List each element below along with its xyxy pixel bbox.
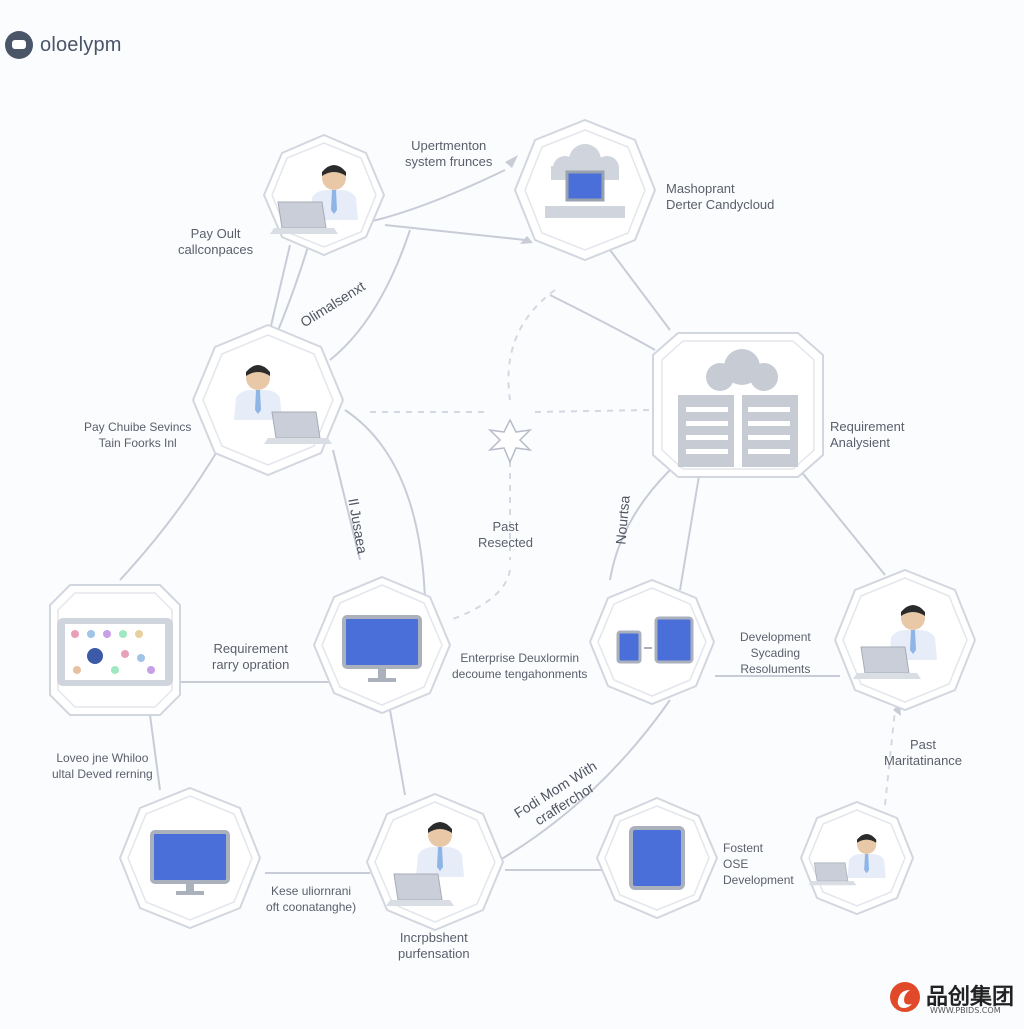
label-line: Development <box>723 873 794 887</box>
label-center: Past Resected <box>478 519 533 551</box>
node-cloud-server[interactable] <box>513 118 657 262</box>
label-fostent: Fostent OSE Development <box>723 840 794 888</box>
center-burst-icon <box>487 418 533 464</box>
monitor-icon <box>342 615 422 682</box>
watermark-logo: 品创集团 <box>888 980 1014 1014</box>
node-monitor-bottom-left[interactable] <box>118 786 262 930</box>
label-line: Sycading <box>750 646 801 660</box>
node-building[interactable] <box>652 332 824 478</box>
label-line: ultal Deved rerning <box>52 767 153 781</box>
label-line: OSE <box>723 857 749 871</box>
node-tablet-left[interactable] <box>49 584 181 716</box>
label-left-top: Pay Oult callconpaces <box>178 226 253 258</box>
node-tablet-bottom[interactable] <box>595 796 719 920</box>
monitor-icon <box>150 830 230 895</box>
label-line: Development <box>740 630 811 644</box>
label-line: Derter Candycloud <box>666 197 775 212</box>
label-line: Pay Oult <box>190 226 241 241</box>
label-enterprise: Enterprise Deuxlormin decoume tengahonme… <box>452 650 587 682</box>
label-line: decoume tengahonments <box>452 667 588 681</box>
label-past-maint: Past Maritatinance <box>884 737 962 769</box>
label-line: Kese uliornrani <box>271 884 352 898</box>
label-top-center: Upertmenton system frunces <box>405 138 492 170</box>
label-line: Maritatinance <box>884 753 963 768</box>
label-top-right: Mashoprant Derter Candycloud <box>666 181 774 213</box>
phone-icon <box>616 630 642 664</box>
label-line: Pay Chuibe Sevincs <box>84 420 192 434</box>
node-person-top[interactable] <box>262 133 386 257</box>
label-line: Analysient <box>830 435 890 450</box>
node-person-left[interactable] <box>191 323 345 477</box>
label-line: callconpaces <box>178 242 254 257</box>
label-line: purfensation <box>398 946 470 961</box>
watermark-url: WWW.PBIDS.COM <box>930 1006 1001 1015</box>
label-line: Enterprise Deuxlormin <box>460 651 580 665</box>
label-line: Tain Foorks Inl <box>98 436 177 450</box>
label-loved: Loveo jne Whiloo ultal Deved rerning <box>52 750 153 782</box>
label-line: Upertmenton <box>411 138 487 153</box>
node-monitor-center[interactable] <box>312 575 452 715</box>
label-line: Past <box>492 519 519 534</box>
label-right-mid: Requirement Analysient <box>830 419 904 451</box>
brand-logo[interactable]: oloelypm <box>4 30 122 60</box>
brand-name: oloelypm <box>40 33 122 56</box>
tablet-icon <box>654 616 694 664</box>
tablet-icon <box>629 826 685 890</box>
label-line: Incrpbshent <box>399 930 468 945</box>
label-line: Mashoprant <box>666 181 735 196</box>
node-person-bottom[interactable] <box>365 792 505 932</box>
tablet-app-icon <box>57 618 173 686</box>
label-line: Resoluments <box>740 662 811 676</box>
watermark-text: 品创集团 <box>926 984 1015 1009</box>
computer-icon <box>545 170 625 218</box>
label-line: oft coonatanghe) <box>266 900 357 914</box>
label-line: Requirement <box>213 641 288 656</box>
label-line: rarry opration <box>212 657 290 672</box>
label-inspr: Incrpbshent purfensation <box>398 930 470 962</box>
node-person-bottom-right[interactable] <box>799 800 915 916</box>
label-line: Fostent <box>723 841 764 855</box>
label-line: Requirement <box>830 419 905 434</box>
label-line: Past <box>910 737 937 752</box>
label-kese: Kese uliornrani oft coonatanghe) <box>266 883 356 915</box>
watermark-swirl-icon <box>890 982 920 1012</box>
label-line: system frunces <box>405 154 493 169</box>
label-req-op: Requirement rarry opration <box>212 641 289 673</box>
label-line: Loveo jne Whiloo <box>56 751 149 765</box>
building-icon <box>678 349 798 467</box>
chat-bubble-icon <box>5 31 33 59</box>
label-line: Resected <box>478 535 533 550</box>
label-dev-sync: Development Sycading Resoluments <box>740 629 811 677</box>
dashed-connectors <box>370 289 896 806</box>
node-person-right[interactable] <box>833 568 977 712</box>
node-devices[interactable] <box>588 578 716 706</box>
label-left-mid: Pay Chuibe Sevincs Tain Foorks Inl <box>84 419 191 451</box>
